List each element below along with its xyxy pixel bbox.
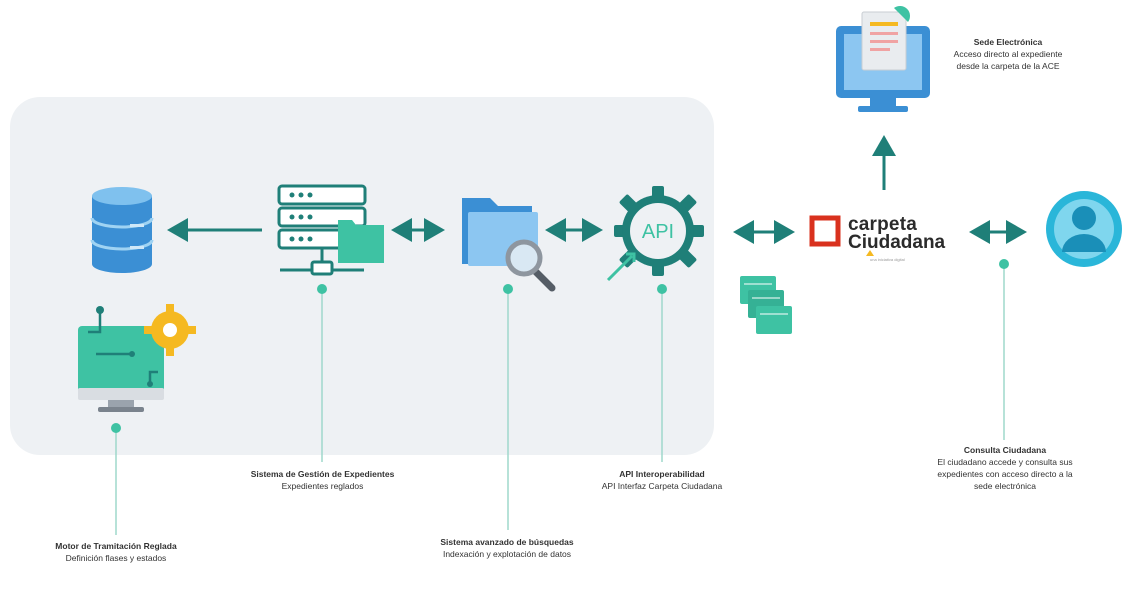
connector-dot-motor — [111, 423, 121, 433]
label-busqueda: Sistema avanzado de búsquedas Indexación… — [432, 536, 582, 560]
label-motor-desc: Definición flases y estados — [65, 553, 167, 563]
label-motor-title: Motor de Tramitación Reglada — [55, 541, 177, 551]
connector-dot-busqueda — [503, 284, 513, 294]
api-icon-label: API — [642, 221, 674, 243]
internal-systems-panel — [10, 97, 714, 455]
label-consulta-title: Consulta Ciudadana — [963, 445, 1047, 455]
connector-dot-consulta — [999, 259, 1009, 269]
carpeta-ciudadana-logo-icon — [809, 215, 874, 256]
connector-dot-gestion — [317, 284, 327, 294]
brand-tagline: una iniciativa digital — [870, 257, 905, 262]
label-gestion-title: Sistema de Gestión de Expedientes — [250, 469, 395, 479]
label-api-desc: API Interfaz Carpeta Ciudadana — [601, 481, 723, 491]
label-sede-title: Sede Electrónica — [973, 37, 1043, 47]
label-motor: Motor de Tramitación Reglada Definición … — [38, 540, 194, 564]
gear-icon — [144, 304, 196, 356]
brand-line2: Ciudadana — [848, 232, 946, 253]
document-icon — [861, 5, 911, 71]
folder-search-icon — [462, 198, 556, 292]
label-sede: Sede Electrónica Acceso directo al exped… — [946, 36, 1070, 72]
label-consulta-desc: El ciudadano accede y consulta sus exped… — [937, 457, 1073, 491]
label-gestion: Sistema de Gestión de Expedientes Expedi… — [250, 468, 395, 492]
label-sede-desc: Acceso directo al expediente desde la ca… — [953, 49, 1063, 71]
monitor-icon — [836, 5, 930, 112]
citizen-avatar-icon — [1046, 191, 1122, 267]
api-gear-icon: API — [606, 186, 704, 282]
carpeta-ciudadana-logo: carpeta Ciudadana una iniciativa digital — [808, 214, 978, 266]
label-api: API Interoperabilidad API Interfaz Carpe… — [596, 468, 728, 492]
documents-stack-icon — [740, 276, 792, 334]
label-api-title: API Interoperabilidad — [619, 469, 705, 479]
brand-line1: carpeta — [848, 214, 917, 235]
label-gestion-desc: Expedientes reglados — [281, 481, 364, 491]
server-icon — [277, 184, 384, 276]
label-consulta: Consulta Ciudadana El ciudadano accede y… — [934, 444, 1076, 492]
label-busqueda-desc: Indexación y explotación de datos — [442, 549, 572, 559]
workflow-engine-icon — [78, 304, 196, 412]
folder-icon — [338, 220, 384, 263]
database-icon — [90, 187, 154, 273]
connector-dot-api — [657, 284, 667, 294]
label-busqueda-title: Sistema avanzado de búsquedas — [440, 537, 574, 547]
